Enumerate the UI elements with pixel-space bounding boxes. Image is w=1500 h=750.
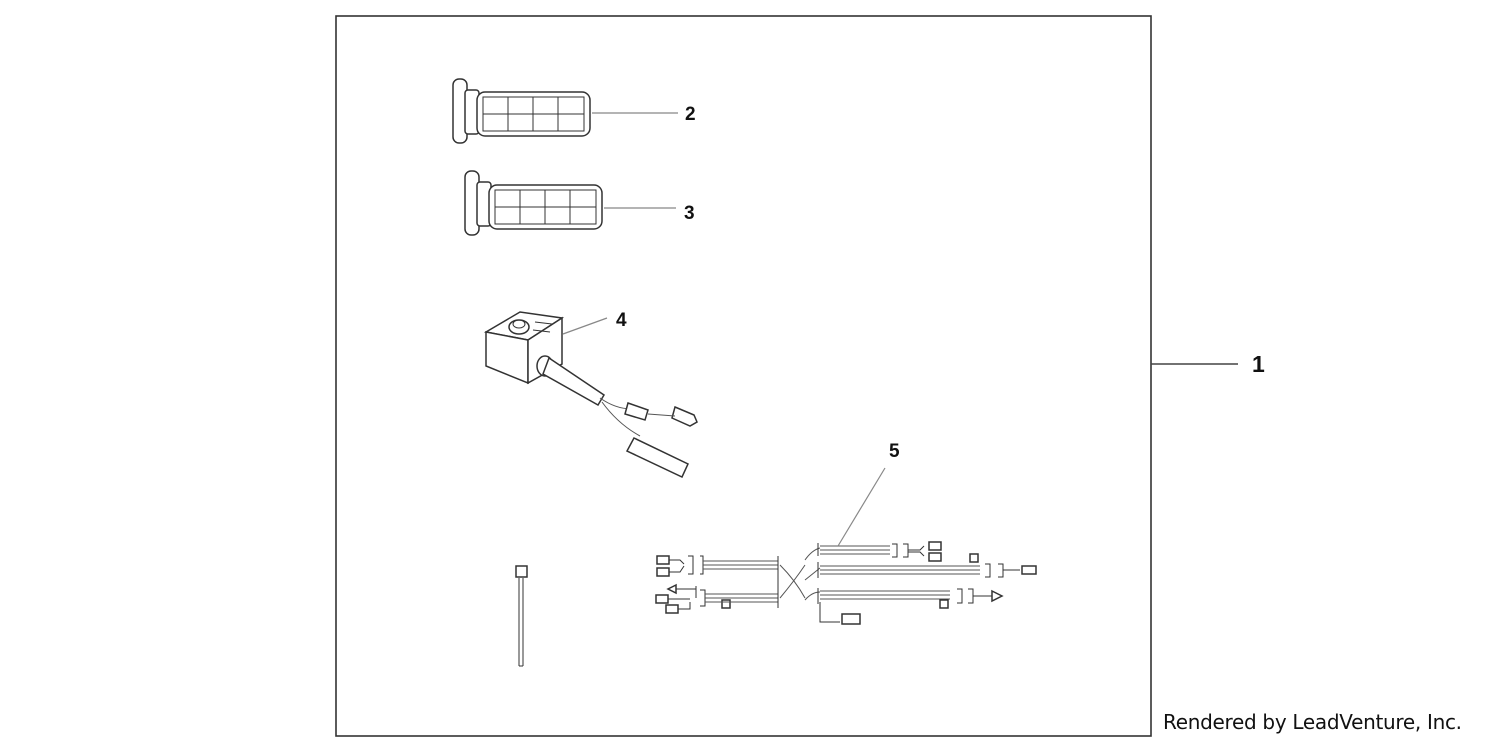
- callout-harness[interactable]: 5: [889, 441, 900, 462]
- wire-harness-part[interactable]: [655, 541, 1037, 625]
- callout-grip-left[interactable]: 2: [685, 104, 696, 125]
- left-grip-part[interactable]: [452, 78, 591, 144]
- heater-controller-part[interactable]: [483, 311, 698, 479]
- callout-grip-right[interactable]: 3: [684, 203, 695, 224]
- cable-tie-part[interactable]: [515, 565, 528, 667]
- callout-kit[interactable]: 1: [1252, 351, 1265, 377]
- controller-leader-line: [562, 317, 608, 335]
- diagram-frame: [335, 15, 1152, 737]
- harness-leader-line: [837, 467, 886, 547]
- callout-controller[interactable]: 4: [616, 310, 627, 331]
- footer-credit: Rendered by LeadVenture, Inc.: [1163, 710, 1462, 734]
- right-grip-part[interactable]: [464, 170, 603, 236]
